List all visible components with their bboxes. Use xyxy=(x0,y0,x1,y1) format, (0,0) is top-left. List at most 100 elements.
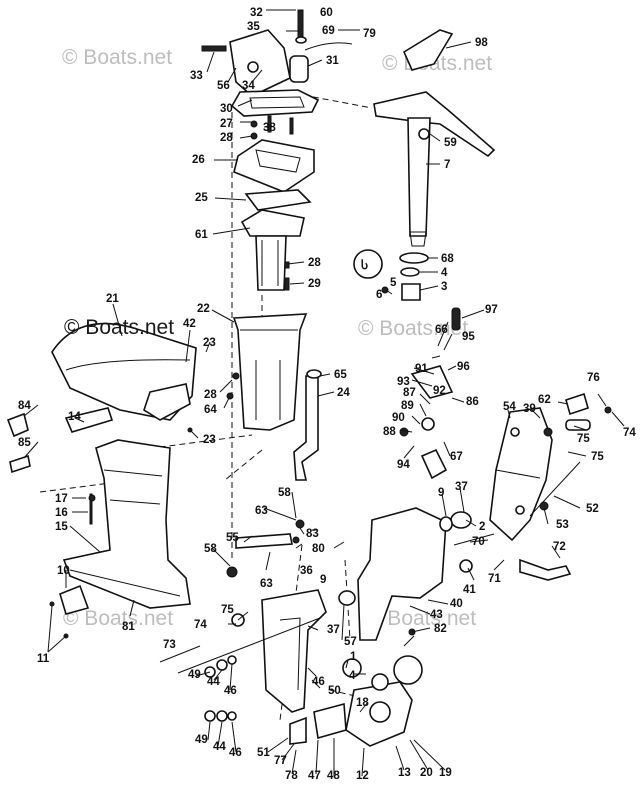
callout-74: 74 xyxy=(194,619,207,631)
callout-62: 62 xyxy=(538,394,551,406)
callout-89: 89 xyxy=(401,400,414,412)
callout-68: 68 xyxy=(441,253,454,265)
callout-75: 75 xyxy=(221,604,234,616)
callout-69: 69 xyxy=(322,25,335,37)
watermark: © Boats.net xyxy=(358,317,468,340)
watermark: © Boats.net xyxy=(366,607,476,630)
callout-33: 33 xyxy=(190,70,203,82)
callout-49: 49 xyxy=(188,669,201,681)
callout-5: 5 xyxy=(390,277,397,289)
exhaust-housing xyxy=(232,313,322,481)
callout-84: 84 xyxy=(18,400,31,412)
callout-59: 59 xyxy=(444,137,457,149)
callout-67: 67 xyxy=(450,451,463,463)
callout-11: 11 xyxy=(37,653,50,665)
callout-1: 1 xyxy=(350,651,357,663)
callout-2: 2 xyxy=(479,521,485,533)
callout-80: 80 xyxy=(312,543,325,555)
leader-lines xyxy=(23,9,625,777)
callout-91: 91 xyxy=(415,363,428,375)
callout-86: 86 xyxy=(466,396,479,408)
callout-44: 44 xyxy=(213,741,226,753)
callout-14: 14 xyxy=(68,411,81,423)
callout-49: 49 xyxy=(195,734,208,746)
callout-72: 72 xyxy=(553,541,566,553)
callout-38: 38 xyxy=(263,122,276,134)
callout-12: 12 xyxy=(356,770,369,782)
callout-40: 40 xyxy=(450,598,463,610)
callout-96: 96 xyxy=(457,361,470,373)
callout-56: 56 xyxy=(217,80,230,92)
callout-4: 4 xyxy=(441,267,448,279)
seal-parts: Ⴑ xyxy=(353,249,461,685)
watermark: © Boats.net xyxy=(63,607,173,630)
callout-60: 60 xyxy=(320,7,333,19)
motor-cover xyxy=(51,322,197,421)
callout-29: 29 xyxy=(308,278,321,290)
callout-37: 37 xyxy=(455,481,468,493)
svg-text:Ⴑ: Ⴑ xyxy=(361,258,369,272)
callout-26: 26 xyxy=(192,154,205,166)
callout-36: 36 xyxy=(300,565,313,577)
callout-28: 28 xyxy=(220,132,233,144)
callout-10: 10 xyxy=(57,565,70,577)
callout-92: 92 xyxy=(433,385,446,397)
callout-27: 27 xyxy=(220,118,233,130)
callout-47: 47 xyxy=(308,770,321,782)
callout-78: 78 xyxy=(285,770,298,782)
callout-63: 63 xyxy=(260,578,273,590)
callout-20: 20 xyxy=(420,767,433,779)
callout-83: 83 xyxy=(306,528,319,540)
callout-46: 46 xyxy=(229,747,242,759)
callout-17: 17 xyxy=(55,493,68,505)
steering-handle xyxy=(373,29,496,247)
callout-94: 94 xyxy=(397,459,410,471)
callout-82: 82 xyxy=(434,623,447,635)
callout-50: 50 xyxy=(328,685,341,697)
callout-76: 76 xyxy=(587,372,600,384)
callout-75: 75 xyxy=(577,433,590,445)
callout-31: 31 xyxy=(326,55,339,67)
callout-48: 48 xyxy=(327,770,340,782)
callout-28: 28 xyxy=(308,257,321,269)
callout-41: 41 xyxy=(463,584,476,596)
callout-61: 61 xyxy=(195,229,208,241)
callout-98: 98 xyxy=(475,37,488,49)
lower-unit xyxy=(6,407,191,615)
callout-95: 95 xyxy=(462,331,475,343)
callout-21: 21 xyxy=(106,293,119,305)
callout-85: 85 xyxy=(18,437,31,449)
callout-44: 44 xyxy=(207,676,220,688)
callout-73: 73 xyxy=(163,639,176,651)
callout-79: 79 xyxy=(363,28,376,40)
callout-23: 23 xyxy=(203,337,216,349)
callout-46: 46 xyxy=(224,685,237,697)
callout-93: 93 xyxy=(397,376,410,388)
callout-34: 34 xyxy=(242,80,255,92)
callout-9: 9 xyxy=(320,574,326,586)
callout-4: 4 xyxy=(349,670,356,682)
callout-97: 97 xyxy=(485,304,498,316)
callout-42: 42 xyxy=(183,318,196,330)
callout-9: 9 xyxy=(438,487,444,499)
watermark: © Boats.net xyxy=(64,316,174,339)
callout-43: 43 xyxy=(430,609,443,621)
callout-88: 88 xyxy=(383,426,396,438)
callout-39: 39 xyxy=(523,403,536,415)
callout-75: 75 xyxy=(591,451,604,463)
callout-74: 74 xyxy=(623,427,636,439)
callout-37: 37 xyxy=(327,624,340,636)
adapter-plate-stack xyxy=(201,9,353,291)
callout-71: 71 xyxy=(488,573,501,585)
callout-53: 53 xyxy=(556,519,569,531)
callout-58: 58 xyxy=(278,487,291,499)
callout-24: 24 xyxy=(337,387,350,399)
clamp-bracket-assembly xyxy=(177,365,591,747)
callout-32: 32 xyxy=(250,7,263,19)
callout-25: 25 xyxy=(195,192,208,204)
callout-15: 15 xyxy=(55,521,68,533)
callout-54: 54 xyxy=(503,401,516,413)
callout-87: 87 xyxy=(403,387,416,399)
callout-28: 28 xyxy=(204,389,217,401)
callout-6: 6 xyxy=(376,289,382,301)
